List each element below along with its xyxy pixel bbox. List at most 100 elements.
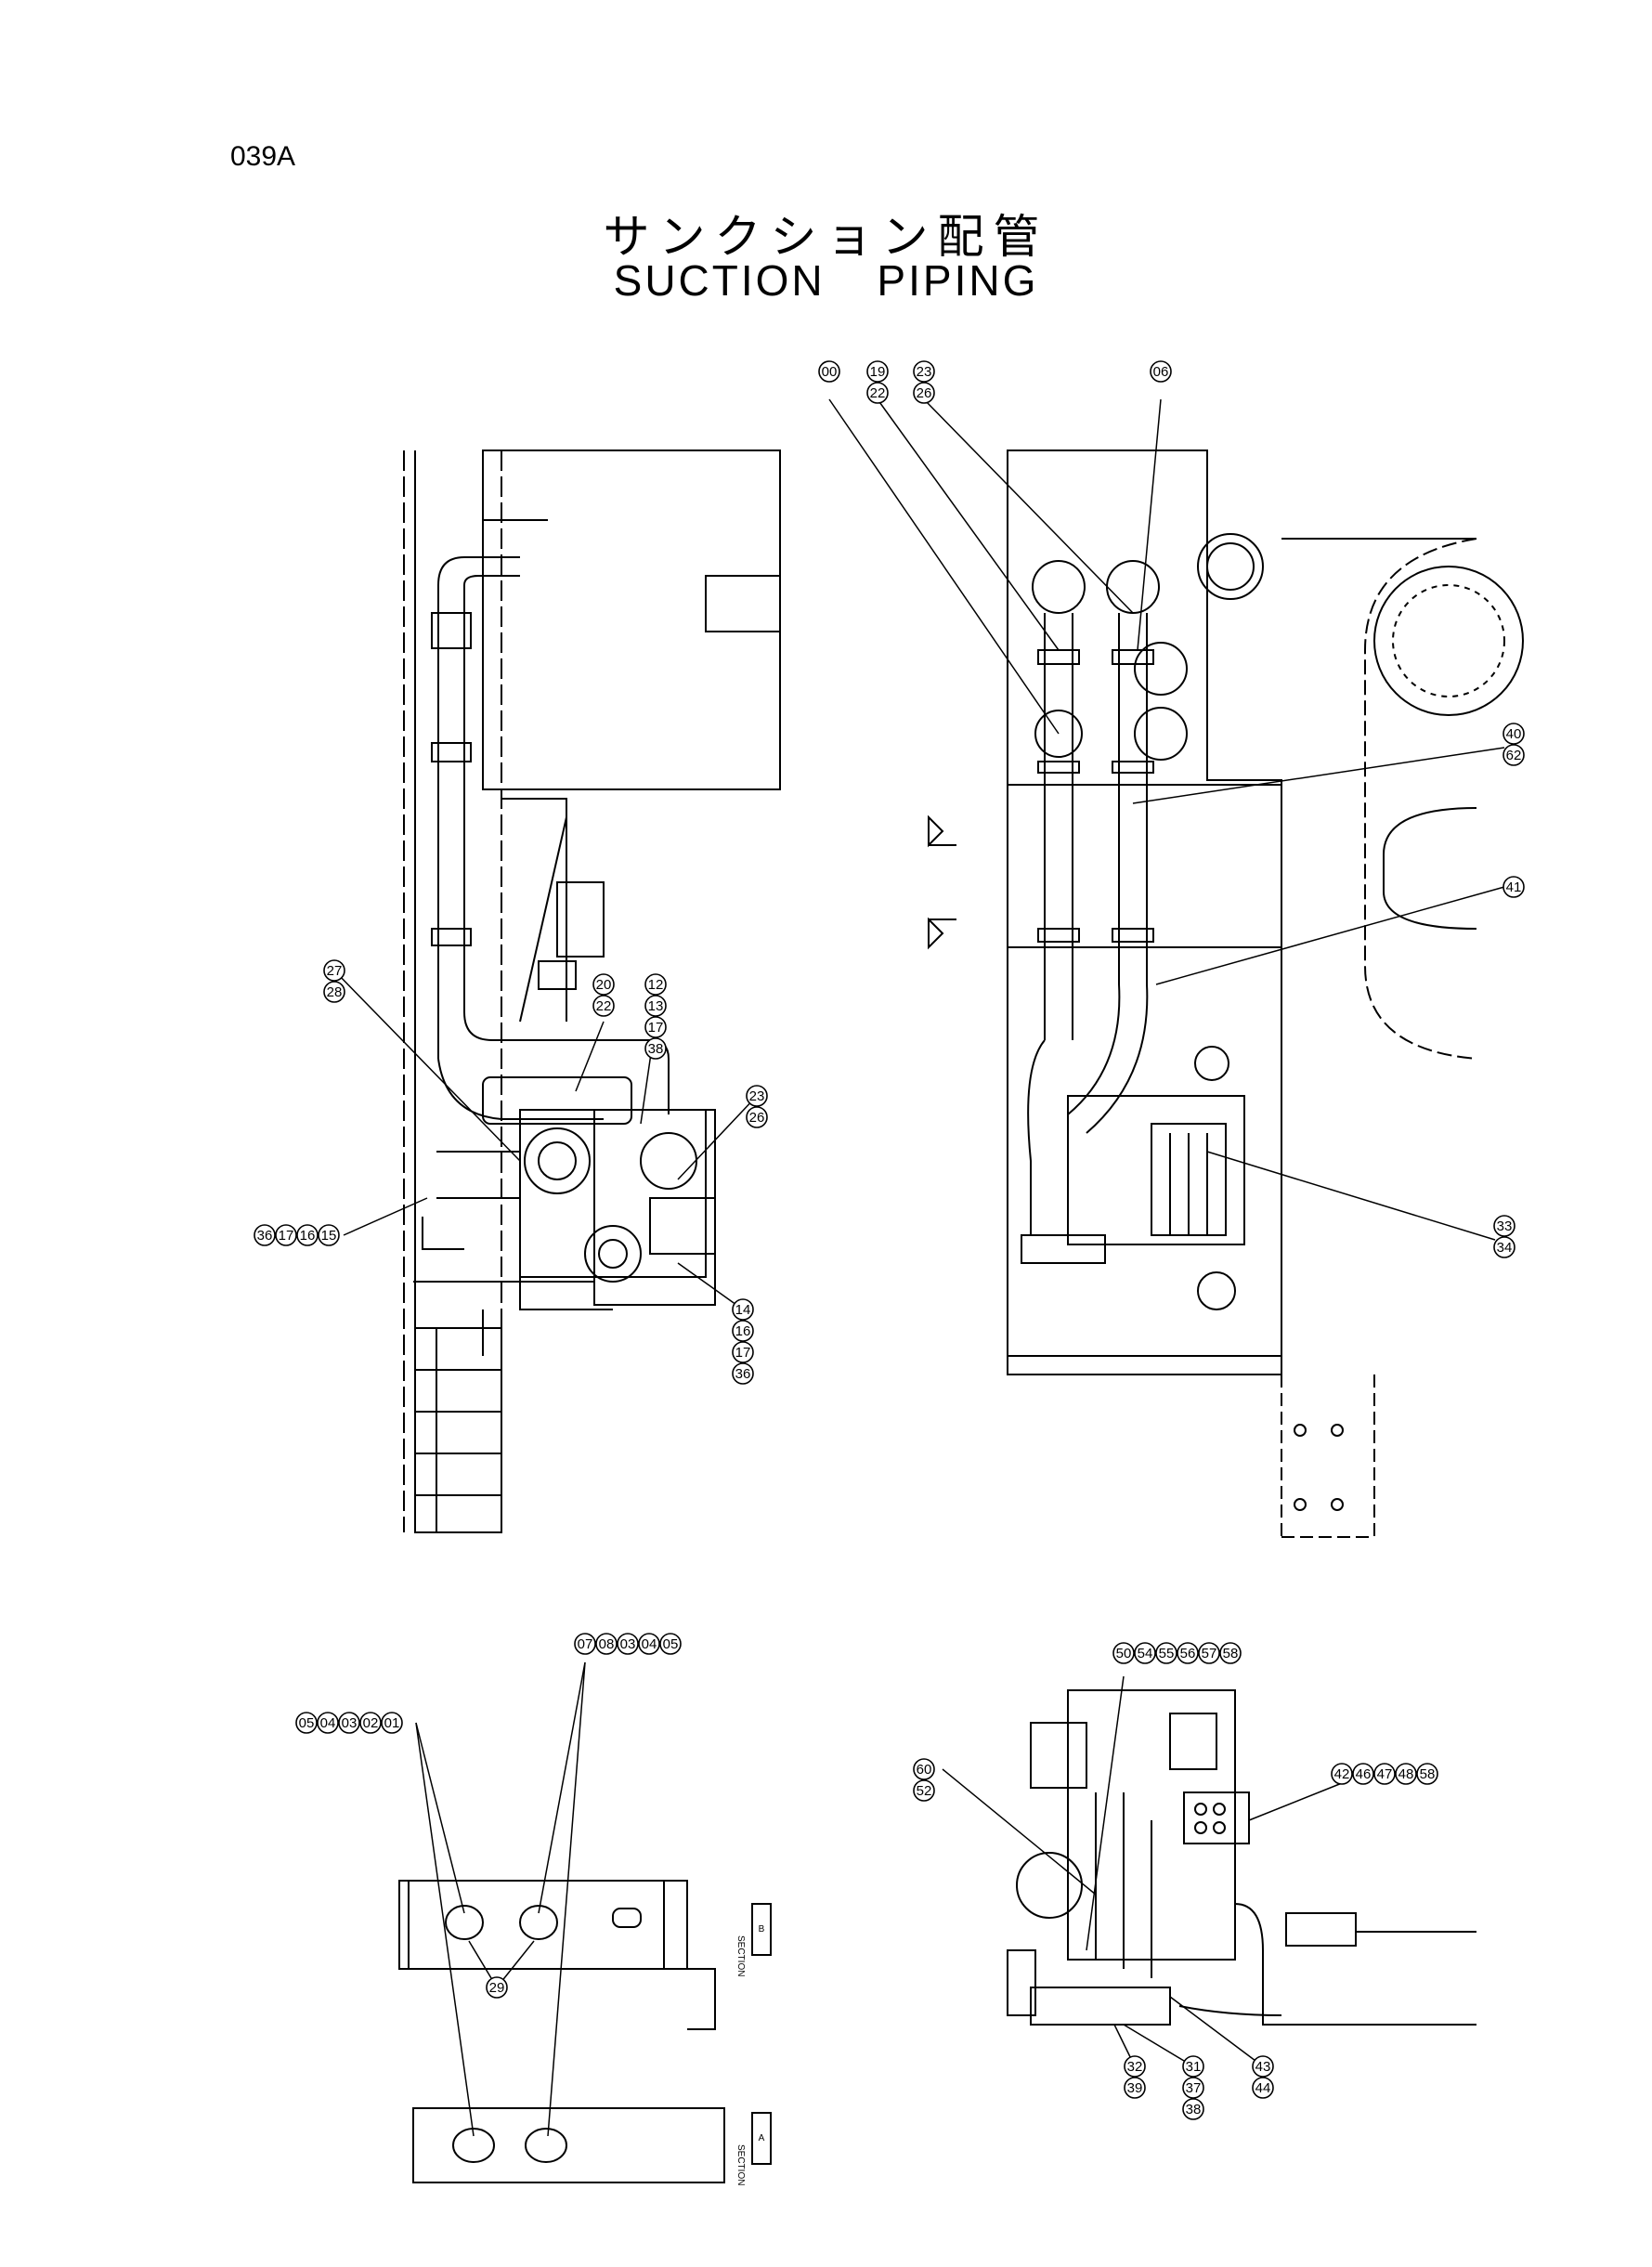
callout-bubble <box>323 959 345 982</box>
callout-bubble <box>296 1224 319 1246</box>
callout-number: 15 <box>321 1228 337 1244</box>
callout-bubble <box>732 1320 754 1342</box>
top-view <box>1007 449 1524 1538</box>
callout-bubble <box>913 360 935 383</box>
callout-bubble <box>746 1106 768 1128</box>
callout-bubble <box>595 1633 618 1655</box>
pump-detail <box>1007 1689 1476 2026</box>
tank-sections <box>398 1880 772 2183</box>
callout-number: 17 <box>735 1345 751 1361</box>
callout-number: 23 <box>749 1088 765 1104</box>
callout-number: 26 <box>749 1110 765 1126</box>
callout-bubble <box>1219 1642 1242 1664</box>
callout-bubble <box>1416 1763 1438 1785</box>
callout-bubble <box>359 1712 382 1734</box>
callout-number: 33 <box>1497 1218 1513 1234</box>
callout-bubble <box>486 1976 508 1999</box>
callout-number: 58 <box>1223 1646 1239 1661</box>
callout-bubble <box>644 973 667 996</box>
section-word: SECTION <box>735 1935 746 1976</box>
callout-bubble <box>338 1712 360 1734</box>
callout-number: 36 <box>735 1366 751 1382</box>
callout-number: 05 <box>663 1636 679 1652</box>
callout-number: 46 <box>1356 1766 1372 1782</box>
callout-bubble <box>644 1037 667 1060</box>
callout-number: 34 <box>1497 1240 1513 1256</box>
callout-number: 40 <box>1506 726 1522 742</box>
callout-number: 29 <box>489 1980 505 1996</box>
callout-bubble <box>574 1633 596 1655</box>
callout-number: 07 <box>578 1636 593 1652</box>
callout-number: 26 <box>917 385 932 401</box>
callout-number: 41 <box>1506 879 1522 895</box>
suction-port-2 <box>1106 560 1160 614</box>
callout-bubble <box>1502 744 1525 766</box>
callout-bubble <box>638 1633 660 1655</box>
callout-bubble <box>317 1712 339 1734</box>
callout-number: 12 <box>648 977 664 993</box>
callout-bubble <box>323 981 345 1003</box>
callout-number: 16 <box>300 1228 316 1244</box>
callout-bubble <box>644 1016 667 1038</box>
callout-number: 42 <box>1334 1766 1350 1782</box>
callout-bubble <box>913 382 935 404</box>
callout-number: 60 <box>917 1762 932 1778</box>
callout-bubble <box>1155 1642 1177 1664</box>
section-label-a: A <box>759 2133 765 2143</box>
tank-callout-s3: 29 <box>486 1976 508 1999</box>
callout-number: 36 <box>257 1228 273 1244</box>
callout-bubble <box>1373 1763 1396 1785</box>
callout-bubble <box>1252 2055 1274 2078</box>
callout-number: 17 <box>279 1228 294 1244</box>
callout-number: 04 <box>320 1715 336 1731</box>
leader-lines <box>333 398 1505 2137</box>
callout-bubble <box>1395 1763 1417 1785</box>
callout-bubble <box>732 1362 754 1385</box>
callout-bubble <box>592 995 615 1017</box>
callout-number: 55 <box>1159 1646 1175 1661</box>
filter-box <box>1285 1912 1357 1947</box>
callout-number: 04 <box>642 1636 657 1652</box>
callout-bubble <box>1177 1642 1199 1664</box>
callout-bubble <box>818 360 840 383</box>
callout-number: 05 <box>299 1715 315 1731</box>
callout-bubble <box>1182 2055 1204 2078</box>
callout-bubble <box>1252 2077 1274 2099</box>
callout-number: 17 <box>648 1020 664 1036</box>
suction-port-1 <box>1032 560 1086 614</box>
direction-arrows <box>928 814 956 950</box>
callout-bubble <box>1124 2077 1146 2099</box>
section-label-b: B <box>759 1924 765 1935</box>
callout-number: 31 <box>1186 2059 1202 2075</box>
top-callout-t1: 00 <box>818 360 840 383</box>
callout-number: 38 <box>648 1041 664 1057</box>
ladder <box>414 1327 502 1533</box>
callout-bubble <box>1493 1236 1515 1258</box>
callout-bubble <box>659 1633 682 1655</box>
callout-bubble <box>1124 2055 1146 2078</box>
callout-number: 62 <box>1506 748 1522 763</box>
callout-bubble <box>1502 723 1525 745</box>
section-word: SECTION <box>735 2144 746 2185</box>
callout-bubble <box>275 1224 297 1246</box>
callout-bubble <box>1182 2098 1204 2120</box>
callout-bubble <box>1134 1642 1156 1664</box>
callout-bubble <box>1352 1763 1374 1785</box>
callout-bubble <box>1331 1763 1353 1785</box>
callout-bubble <box>866 382 889 404</box>
callout-number: 52 <box>917 1783 932 1799</box>
callout-bubble <box>1198 1642 1220 1664</box>
callout-number: 44 <box>1255 2080 1271 2096</box>
callout-number: 57 <box>1202 1646 1217 1661</box>
pump-group <box>1067 1095 1245 1245</box>
